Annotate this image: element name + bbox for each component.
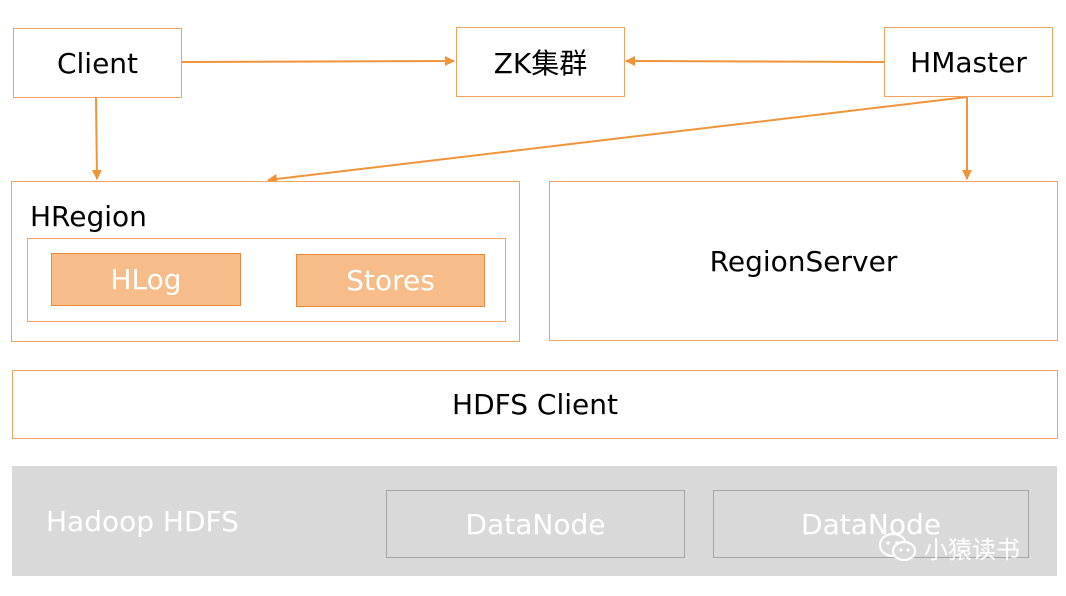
- hregion-label: HRegion: [30, 200, 147, 233]
- hmaster-label: HMaster: [910, 45, 1027, 79]
- datanode-label-2: DataNode: [801, 507, 941, 541]
- hdfs-client-label: HDFS Client: [452, 388, 618, 421]
- watermark: 小猿读书: [878, 530, 1020, 565]
- hlog-box: HLog: [51, 253, 241, 306]
- stores-box: Stores: [296, 254, 485, 307]
- client-label: Client: [56, 46, 139, 80]
- regionserver-box: RegionServer: [549, 181, 1058, 341]
- hadoop-hdfs-label: Hadoop HDFS: [46, 505, 239, 538]
- zk-cluster-box: ZK集群: [456, 27, 625, 97]
- arrow-hmaster-to-hregion: [267, 96, 968, 184]
- datanode-box-1: DataNode: [386, 490, 685, 558]
- zk-cluster-label: ZK集群: [493, 47, 588, 80]
- arrow-hmaster-to-zk: [625, 56, 885, 67]
- datanode-label-1: DataNode: [465, 507, 606, 541]
- hmaster-box: HMaster: [884, 27, 1053, 97]
- arrow-client-to-hregion: [91, 97, 102, 180]
- arrow-client-to-zk: [181, 56, 455, 67]
- stores-label: Stores: [346, 264, 435, 297]
- regionserver-label: RegionServer: [709, 244, 898, 278]
- wechat-icon: [878, 532, 917, 561]
- watermark-text: 小猿读书: [924, 536, 1020, 564]
- datanode-box-2: DataNode: [713, 490, 1029, 558]
- client-box: Client: [13, 28, 182, 98]
- hdfs-client-box: HDFS Client: [12, 370, 1058, 439]
- hlog-label: HLog: [110, 263, 182, 296]
